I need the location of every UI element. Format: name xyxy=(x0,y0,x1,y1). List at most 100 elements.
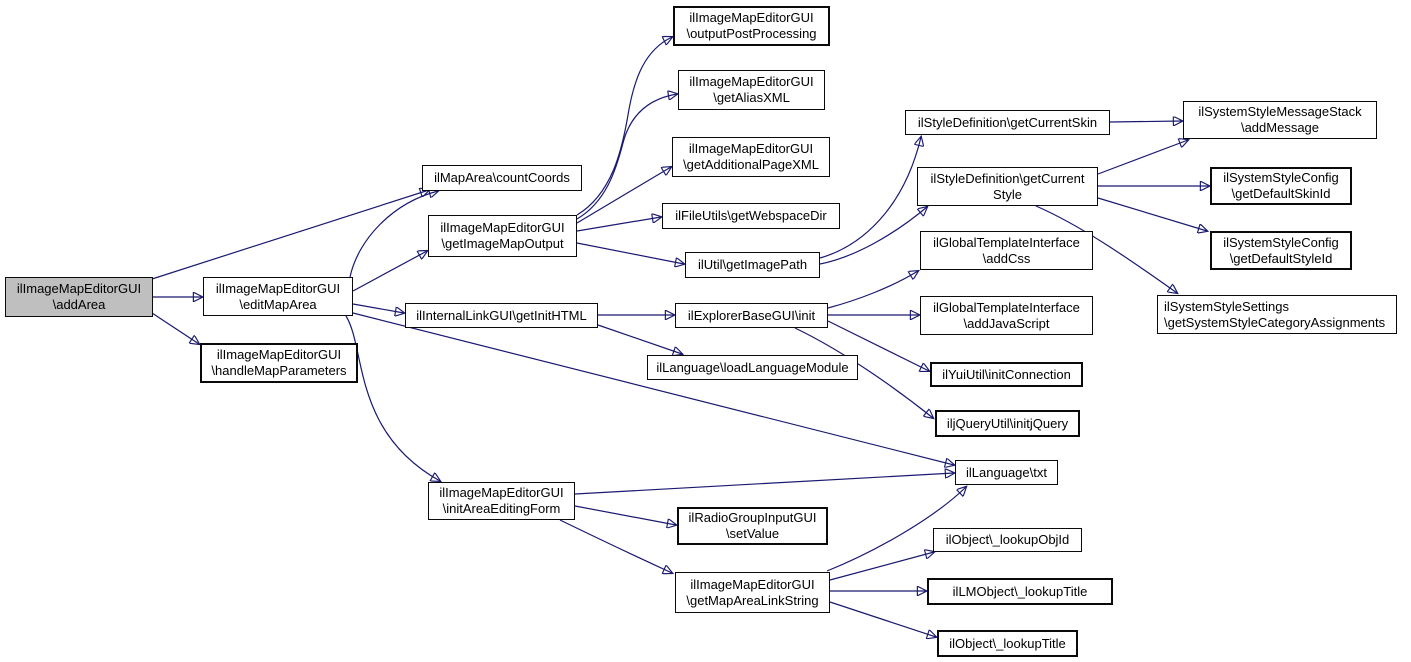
call-edge-getImageMapOutput-getAdditionalPageXML xyxy=(576,167,671,224)
graph-node-label: ilUtil\getImagePath xyxy=(697,257,808,272)
graph-node-label: \addMessage xyxy=(1240,120,1320,135)
graph-node-getImageMapOutput[interactable]: ilImageMapEditorGUI\getImageMapOutput xyxy=(428,215,577,257)
call-edge-getMapAreaLinkString-txt xyxy=(826,487,966,572)
call-edge-initAreaEditingForm-setValue xyxy=(574,505,676,525)
graph-node-getDefaultSkinId[interactable]: ilSystemStyleConfig\getDefaultSkinId xyxy=(1210,167,1352,205)
graph-node-label: ilObject\_lookupObjId xyxy=(945,532,1070,547)
graph-node-countCoords[interactable]: ilMapArea\countCoords xyxy=(422,165,582,191)
call-edge-init-addCss xyxy=(827,271,918,309)
graph-node-getWebspaceDir[interactable]: ilFileUtils\getWebspaceDir xyxy=(662,203,840,229)
graph-node-initjQuery[interactable]: iljQueryUtil\initjQuery xyxy=(935,410,1080,437)
graph-node-label: \getSystemStyleCategoryAssignments xyxy=(1164,314,1386,330)
graph-node-label: \initAreaEditingForm xyxy=(442,501,561,516)
graph-node-label: \getDefaultStyleId xyxy=(1229,250,1333,266)
graph-node-lookupObjId[interactable]: ilObject\_lookupObjId xyxy=(933,528,1082,552)
graph-node-getDefaultStyleId[interactable]: ilSystemStyleConfig\getDefaultStyleId xyxy=(1210,231,1352,270)
graph-node-addJavaScript[interactable]: ilGlobalTemplateInterface\addJavaScript xyxy=(920,296,1093,335)
call-edge-editMapArea-txt xyxy=(352,312,954,465)
call-edge-getImagePath-getCurrentStyle xyxy=(819,207,927,265)
graph-node-label: ilStyleDefinition\getCurrentSkin xyxy=(917,114,1098,130)
call-edge-getMapAreaLinkString-lookupObjId xyxy=(829,552,934,581)
graph-node-getInitHTML[interactable]: ilInternalLinkGUI\getInitHTML xyxy=(405,303,598,328)
graph-node-label: \getAliasXML xyxy=(713,90,790,105)
graph-node-label: ilSystemStyleConfig xyxy=(1223,234,1339,250)
graph-node-label: \getMapAreaLinkString xyxy=(686,592,819,608)
graph-node-getAdditionalPageXML[interactable]: ilImageMapEditorGUI\getAdditionalPageXML xyxy=(672,137,830,177)
graph-node-label: ilSystemStyleSettings xyxy=(1164,298,1289,314)
graph-node-outputPostProcessing[interactable]: ilImageMapEditorGUI\outputPostProcessing xyxy=(673,6,830,46)
graph-node-label: Style xyxy=(993,186,1022,202)
graph-node-addCss[interactable]: ilGlobalTemplateInterface\addCss xyxy=(920,231,1093,270)
graph-node-addMessage[interactable]: ilSystemStyleMessageStack\addMessage xyxy=(1183,101,1377,139)
graph-node-getSystemStyleCategoryAssignments[interactable]: ilSystemStyleSettings\getSystemStyleCate… xyxy=(1157,295,1397,334)
graph-node-label: ilStyleDefinition\getCurrent xyxy=(930,170,1085,186)
graph-node-label: \addJavaScript xyxy=(963,315,1050,331)
graph-node-label: ilInternalLinkGUI\getInitHTML xyxy=(416,307,587,323)
graph-node-label: ilFileUtils\getWebspaceDir xyxy=(675,208,827,223)
graph-node-loadLanguageModule[interactable]: ilLanguage\loadLanguageModule xyxy=(647,355,858,380)
graph-node-editMapArea[interactable]: ilImageMapEditorGUI\editMapArea xyxy=(203,277,353,316)
graph-node-label: ilImageMapEditorGUI xyxy=(689,74,814,89)
graph-node-lmLookupTitle[interactable]: ilLMObject\_lookupTitle xyxy=(927,578,1113,605)
graph-node-label: iljQueryUtil\initjQuery xyxy=(946,415,1069,431)
graph-node-label: \getDefaultSkinId xyxy=(1231,186,1331,201)
graph-node-getImagePath[interactable]: ilUtil\getImagePath xyxy=(685,252,820,278)
graph-node-label: \handleMapParameters xyxy=(211,363,347,378)
graph-node-setValue[interactable]: ilRadioGroupInputGUI\setValue xyxy=(677,507,828,545)
graph-node-label: ilImageMapEditorGUI xyxy=(440,220,565,235)
graph-node-label: ilLanguage\txt xyxy=(966,464,1047,480)
call-edge-addArea-handleMapParameters xyxy=(151,312,199,344)
graph-node-label: \setValue xyxy=(725,526,780,541)
graph-node-label: ilSystemStyleConfig xyxy=(1223,170,1339,185)
call-edge-getInitHTML-loadLanguageModule xyxy=(597,324,682,354)
call-edge-editMapArea-getInitHTML xyxy=(352,303,404,313)
graph-node-label: \getAdditionalPageXML xyxy=(683,157,819,172)
call-edge-getCurrentStyle-addMessage xyxy=(1097,140,1188,175)
graph-node-label: ilImageMapEditorGUI xyxy=(16,281,142,296)
call-edge-getImageMapOutput-outputPostProcessing xyxy=(576,37,672,216)
call-edge-getImageMapOutput-getWebspaceDir xyxy=(576,217,661,232)
call-edge-addArea-countCoords xyxy=(151,190,429,280)
graph-node-label: \outputPostProcessing xyxy=(686,26,817,41)
graph-node-label: \getImageMapOutput xyxy=(441,236,564,251)
graph-node-label: ilImageMapEditorGUI xyxy=(215,280,341,296)
graph-node-txt[interactable]: ilLanguage\txt xyxy=(955,460,1058,485)
call-edge-editMapArea-getImageMapOutput xyxy=(352,251,427,292)
call-edge-getCurrentStyle-getDefaultStyleId xyxy=(1097,197,1207,231)
graph-node-init[interactable]: ilExplorerBaseGUI\init xyxy=(675,303,828,328)
call-edge-init-initjQuery xyxy=(794,327,933,418)
graph-node-initConnection[interactable]: ilYuiUtil\initConnection xyxy=(930,362,1083,387)
graph-node-label: ilImageMapEditorGUI xyxy=(690,576,815,592)
graph-node-label: ilSystemStyleMessageStack xyxy=(1198,104,1362,119)
graph-node-getAliasXML[interactable]: ilImageMapEditorGUI\getAliasXML xyxy=(678,70,825,110)
call-edge-editMapArea-initAreaEditingForm xyxy=(345,315,440,481)
graph-node-label: ilImageMapEditorGUI xyxy=(439,485,564,500)
graph-node-handleMapParameters[interactable]: ilImageMapEditorGUI\handleMapParameters xyxy=(200,343,358,383)
graph-node-label: ilImageMapEditorGUI xyxy=(689,10,814,25)
graph-node-getMapAreaLinkString[interactable]: ilImageMapEditorGUI\getMapAreaLinkString xyxy=(675,572,830,613)
graph-node-label: \editMapArea xyxy=(239,296,317,312)
graph-node-initAreaEditingForm[interactable]: ilImageMapEditorGUI\initAreaEditingForm xyxy=(428,482,575,520)
graph-node-label: \addArea xyxy=(52,297,106,312)
graph-node-label: ilLanguage\loadLanguageModule xyxy=(656,359,849,375)
edge-group xyxy=(151,37,1209,637)
graph-node-label: ilGlobalTemplateInterface xyxy=(933,234,1080,250)
call-edge-getImageMapOutput-getImagePath xyxy=(576,242,684,264)
graph-node-label: \addCss xyxy=(982,250,1031,266)
call-edge-getCurrentStyle-getSystemStyleCategoryAssignments xyxy=(1035,205,1177,293)
call-edge-getCurrentSkin-addMessage xyxy=(1109,121,1182,122)
graph-node-getCurrentSkin[interactable]: ilStyleDefinition\getCurrentSkin xyxy=(905,110,1110,135)
graph-node-label: ilMapArea\countCoords xyxy=(434,170,570,185)
graph-node-label: ilObject\_lookupTitle xyxy=(949,635,1066,651)
graph-node-label: ilGlobalTemplateInterface xyxy=(933,299,1080,315)
call-edge-getImagePath-getCurrentSkin xyxy=(819,137,921,259)
graph-node-addArea[interactable]: ilImageMapEditorGUI\addArea xyxy=(5,277,153,317)
graph-node-label: ilImageMapEditorGUI xyxy=(688,141,814,156)
call-edge-init-initConnection xyxy=(827,320,929,371)
call-edge-initAreaEditingForm-getMapAreaLinkString xyxy=(559,519,672,573)
call-edge-editMapArea-countCoords xyxy=(349,191,438,278)
graph-node-objLookupTitle[interactable]: ilObject\_lookupTitle xyxy=(937,630,1078,657)
